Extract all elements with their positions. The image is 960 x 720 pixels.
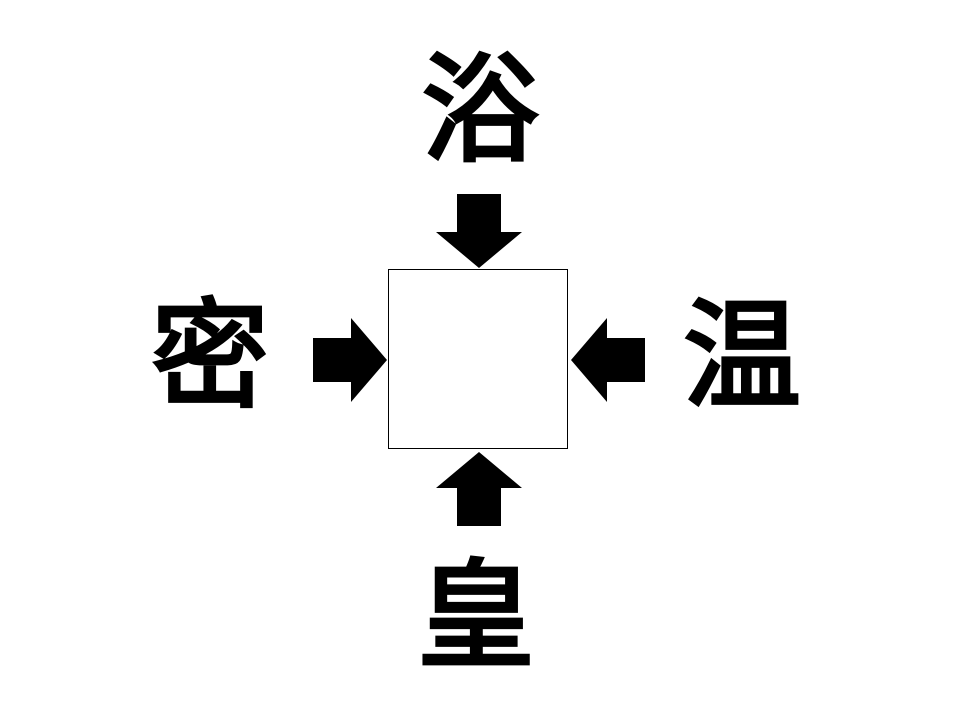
arrow-left-icon — [571, 318, 645, 402]
bottom-kanji: 皇 — [416, 547, 535, 685]
left-kanji: 密 — [150, 287, 269, 425]
right-kanji: 温 — [682, 287, 801, 425]
arrow-right-icon — [313, 318, 387, 402]
top-kanji: 浴 — [420, 41, 539, 179]
arrow-up-icon — [436, 452, 522, 526]
answer-box[interactable] — [388, 269, 568, 449]
arrow-down-icon — [436, 194, 522, 268]
